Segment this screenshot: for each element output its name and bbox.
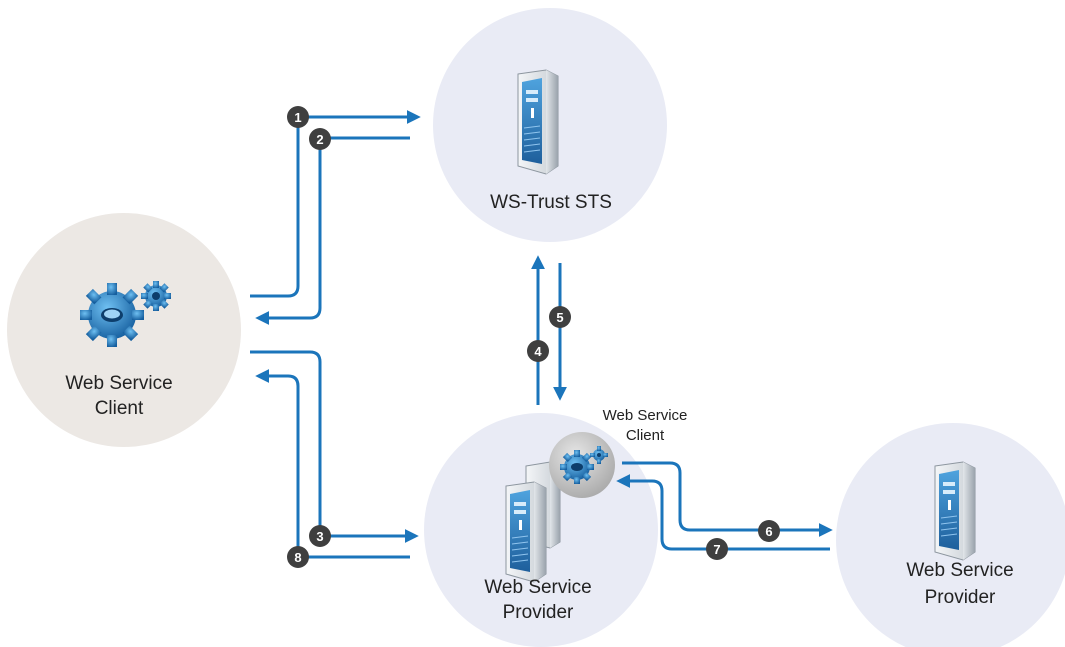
step-badge-3-label: 3 xyxy=(316,529,323,544)
arrow-step-3 xyxy=(250,350,419,543)
provider-client-gears-icon xyxy=(549,432,615,498)
step-badge-3: 3 xyxy=(309,525,331,547)
provider-label-line2: Provider xyxy=(503,602,574,623)
arrow-step-6 xyxy=(622,461,833,537)
step-badge-5-label: 5 xyxy=(556,310,563,325)
client-label-line1: Web Service xyxy=(65,373,172,394)
sts-label: WS-Trust STS xyxy=(490,192,612,213)
step-badge-4: 4 xyxy=(527,340,549,362)
arrow-step-8 xyxy=(255,369,410,559)
step-badge-2-label: 2 xyxy=(316,132,323,147)
remote-provider-server-icon xyxy=(934,461,976,561)
step-badge-6-label: 6 xyxy=(765,524,772,539)
step-badge-7: 7 xyxy=(706,538,728,560)
step-badge-8: 8 xyxy=(287,546,309,568)
arrow-step-2 xyxy=(255,136,410,325)
arrow-step-1 xyxy=(250,110,421,298)
sts-server-icon xyxy=(517,69,559,175)
step-badge-1: 1 xyxy=(287,106,309,128)
step-badge-1-label: 1 xyxy=(294,110,301,125)
remote-provider-label-line1: Web Service xyxy=(906,560,1013,581)
step-badge-2: 2 xyxy=(309,128,331,150)
client-label-line2: Client xyxy=(95,398,144,419)
step-badge-5: 5 xyxy=(549,306,571,328)
provider-label-line1: Web Service xyxy=(484,577,591,598)
client-gears-icon xyxy=(80,281,171,347)
step-badge-8-label: 8 xyxy=(294,550,301,565)
provider-server-icon xyxy=(505,461,561,583)
arrow-step-7 xyxy=(616,474,830,551)
provider-client-label-line1: Web Service xyxy=(603,407,688,424)
step-badge-7-label: 7 xyxy=(713,542,720,557)
step-badge-6: 6 xyxy=(758,520,780,542)
remote-provider-label-line2: Provider xyxy=(925,587,996,608)
provider-client-label-line2: Client xyxy=(626,427,665,444)
step-badge-4-label: 4 xyxy=(534,344,542,359)
